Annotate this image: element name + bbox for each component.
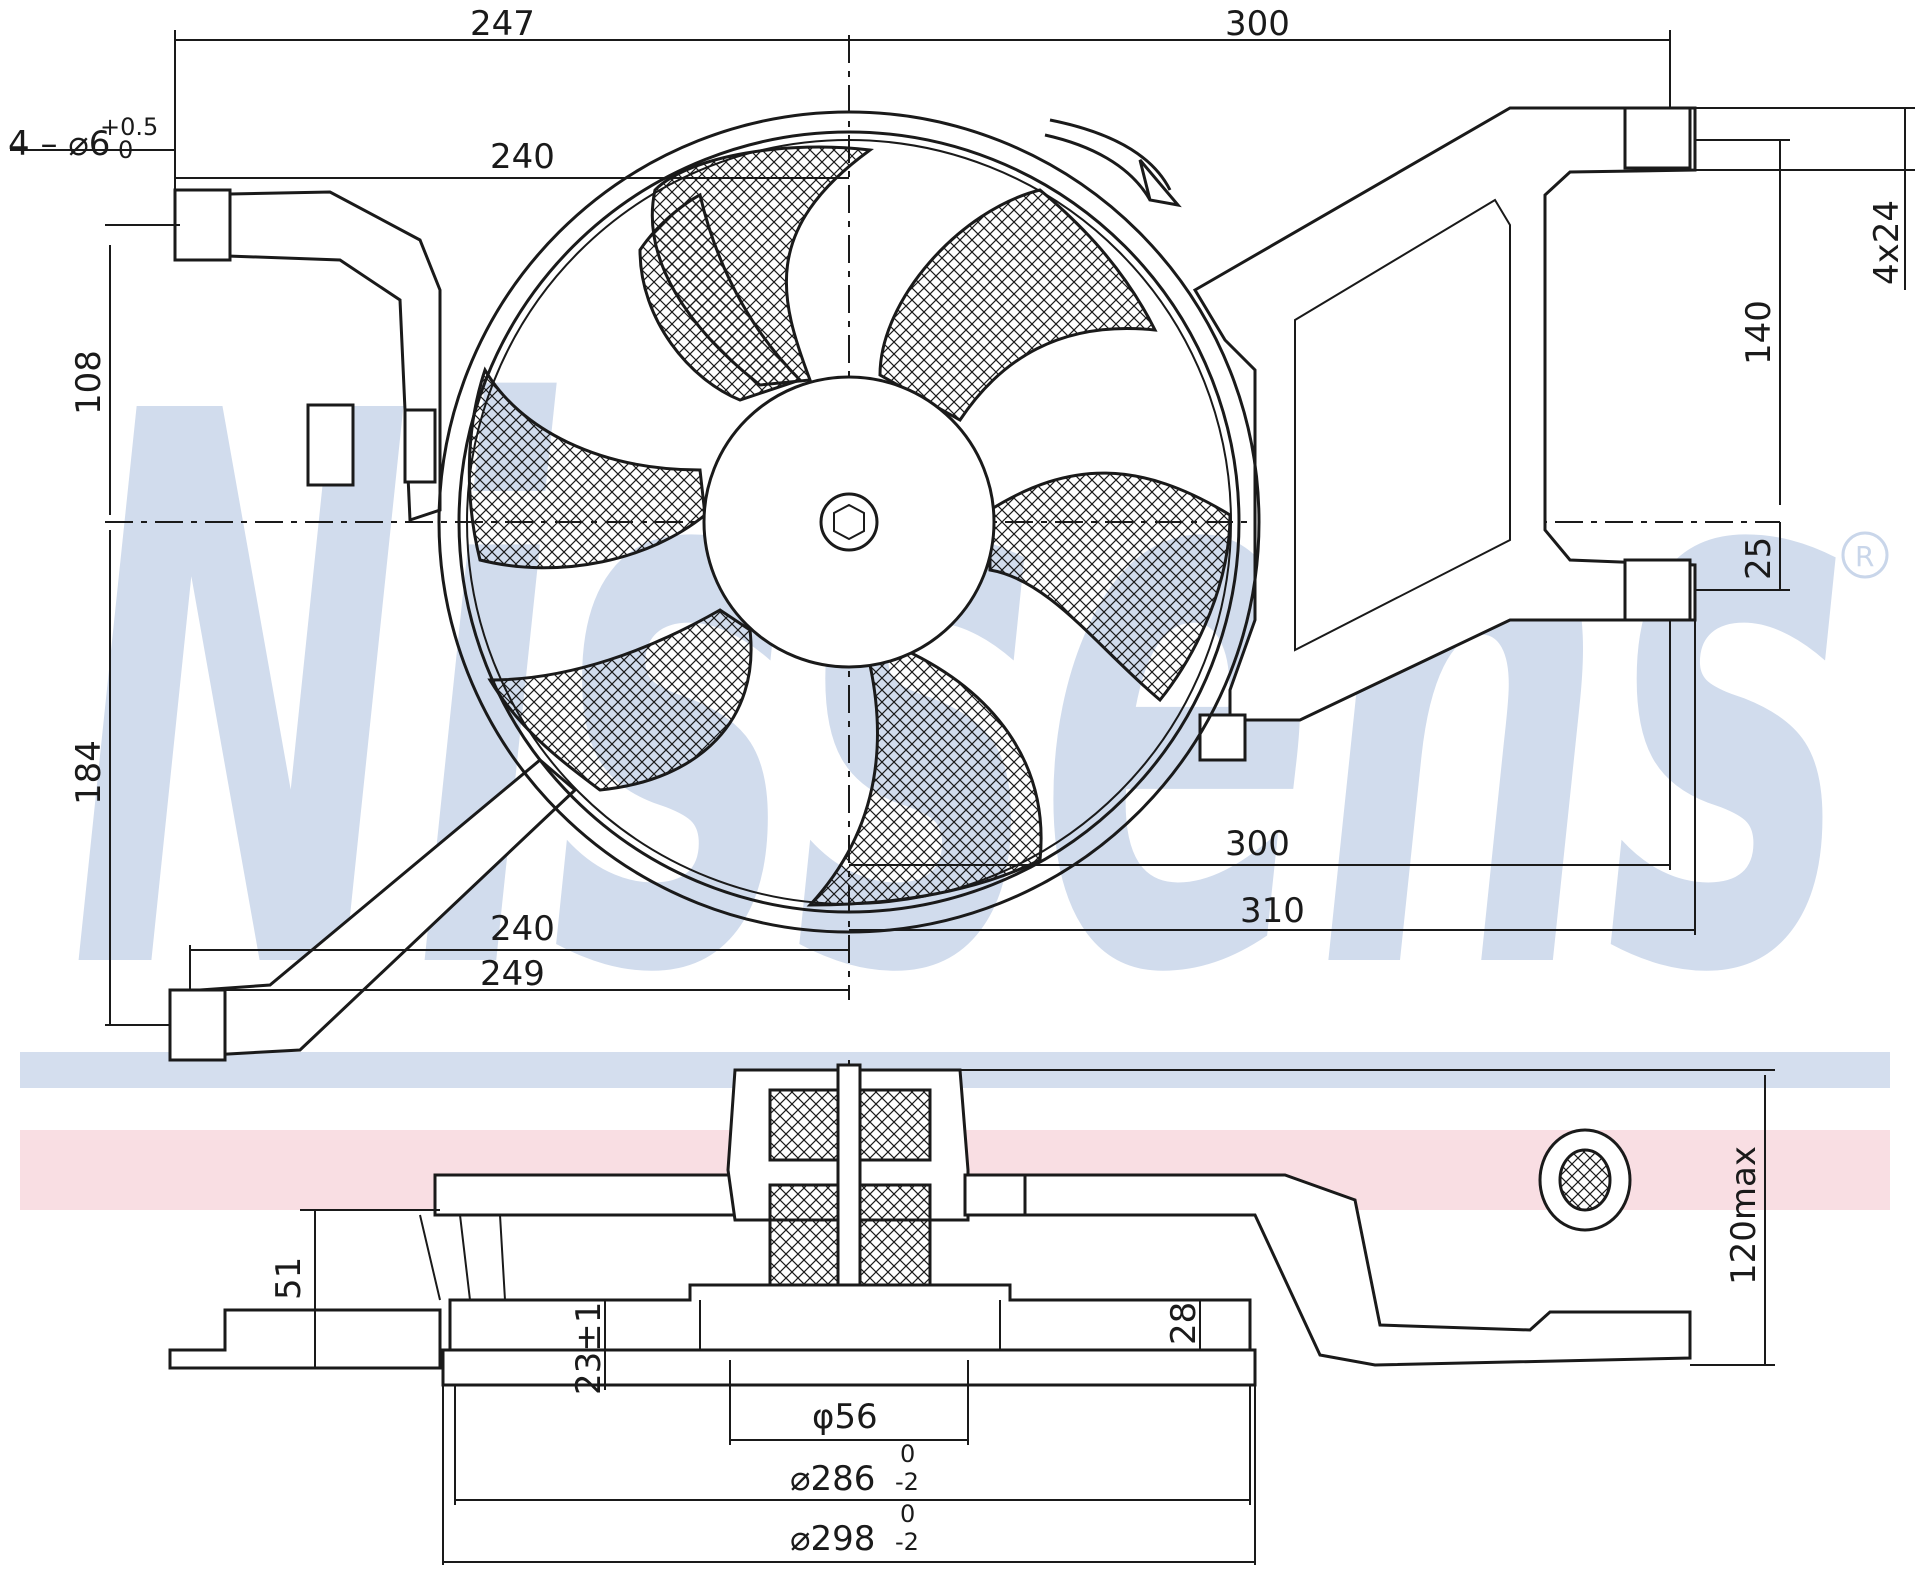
dim-label-300-top: 300 bbox=[1225, 4, 1290, 44]
fan-blade bbox=[988, 471, 1232, 703]
left-upper-arm bbox=[177, 190, 442, 523]
dim-label-120max: 120max bbox=[1724, 1146, 1764, 1285]
fan-blades bbox=[467, 145, 1232, 907]
side-connector-inner bbox=[1558, 1148, 1612, 1212]
fan-blade bbox=[467, 366, 707, 570]
connector-plug bbox=[1198, 713, 1247, 762]
dim-label-23: 23±1 bbox=[569, 1302, 609, 1395]
dim-label-240-top: 240 bbox=[490, 137, 555, 177]
dim-label-phi298: ⌀298 bbox=[790, 1519, 875, 1559]
rotation-arrow bbox=[1049, 118, 1172, 191]
dim-label-phi56: φ56 bbox=[812, 1397, 878, 1437]
dim-label-phi298-tol-low: -2 bbox=[895, 1528, 919, 1556]
fan-blade bbox=[638, 192, 803, 402]
dim-label-28: 28 bbox=[1164, 1302, 1204, 1345]
fan-blade bbox=[487, 608, 753, 792]
dim-label-phi286-tol-low: -2 bbox=[895, 1468, 919, 1496]
shroud-inner-ring bbox=[457, 130, 1241, 914]
left-top-mount bbox=[173, 188, 232, 262]
registered-mark-icon bbox=[1841, 531, 1889, 579]
registered-mark-letter: R bbox=[1855, 540, 1874, 573]
dim-label-240-bottom: 240 bbox=[490, 909, 555, 949]
left-clip bbox=[306, 403, 355, 487]
dim-label-108: 108 bbox=[69, 350, 109, 415]
side-left-strut bbox=[419, 1214, 506, 1301]
fan-disc bbox=[448, 1283, 1252, 1352]
top-view: 247 300 4 – ⌀6 +0.5 0 240 108 184 4x24 1… bbox=[8, 4, 1915, 1062]
dim-label-247: 247 bbox=[470, 4, 535, 44]
dim-label-51: 51 bbox=[269, 1257, 309, 1300]
dim-label-300-bottom: 300 bbox=[1225, 824, 1290, 864]
left-bottom-mount bbox=[168, 988, 227, 1062]
dim-label-249: 249 bbox=[480, 954, 545, 994]
dim-label-310: 310 bbox=[1240, 891, 1305, 931]
dim-label-hole-tol-low: 0 bbox=[118, 136, 133, 164]
left-clip-2 bbox=[403, 408, 437, 484]
side-view: 51 23±1 28 120max φ56 ⌀286 0 -2 ⌀298 0 -… bbox=[168, 1060, 1775, 1565]
right-top-mount bbox=[1623, 106, 1692, 170]
right-frame-window bbox=[1294, 198, 1511, 652]
right-bottom-mount bbox=[1623, 558, 1692, 622]
dim-label-4x24: 4x24 bbox=[1867, 200, 1907, 285]
hub-nut bbox=[833, 503, 865, 541]
motor-side-bolt bbox=[963, 1173, 1027, 1217]
fan-blade bbox=[878, 188, 1158, 422]
dim-label-184: 184 bbox=[69, 740, 109, 805]
fan-disc-outer bbox=[441, 1348, 1257, 1387]
rotation-arrow-head bbox=[1138, 159, 1182, 208]
dim-label-140: 140 bbox=[1739, 300, 1779, 365]
fan-disc-inner bbox=[699, 1300, 1001, 1350]
side-mount-bar bbox=[433, 1173, 1692, 1367]
side-left-foot bbox=[168, 1308, 442, 1370]
hub-center-bolt bbox=[819, 492, 879, 552]
rotation-arrow-2 bbox=[1044, 133, 1152, 201]
dim-label-hole: 4 – ⌀6 bbox=[8, 124, 110, 164]
shroud-outer-ring bbox=[437, 110, 1261, 934]
dim-label-phi286-tol: 0 bbox=[900, 1440, 915, 1468]
fan-blade bbox=[806, 648, 1043, 907]
dim-label-hole-tol: +0.5 bbox=[100, 113, 158, 141]
dim-label-phi286: ⌀286 bbox=[790, 1459, 875, 1499]
dim-label-phi298-tol: 0 bbox=[900, 1500, 915, 1528]
dim-label-25: 25 bbox=[1739, 537, 1779, 580]
